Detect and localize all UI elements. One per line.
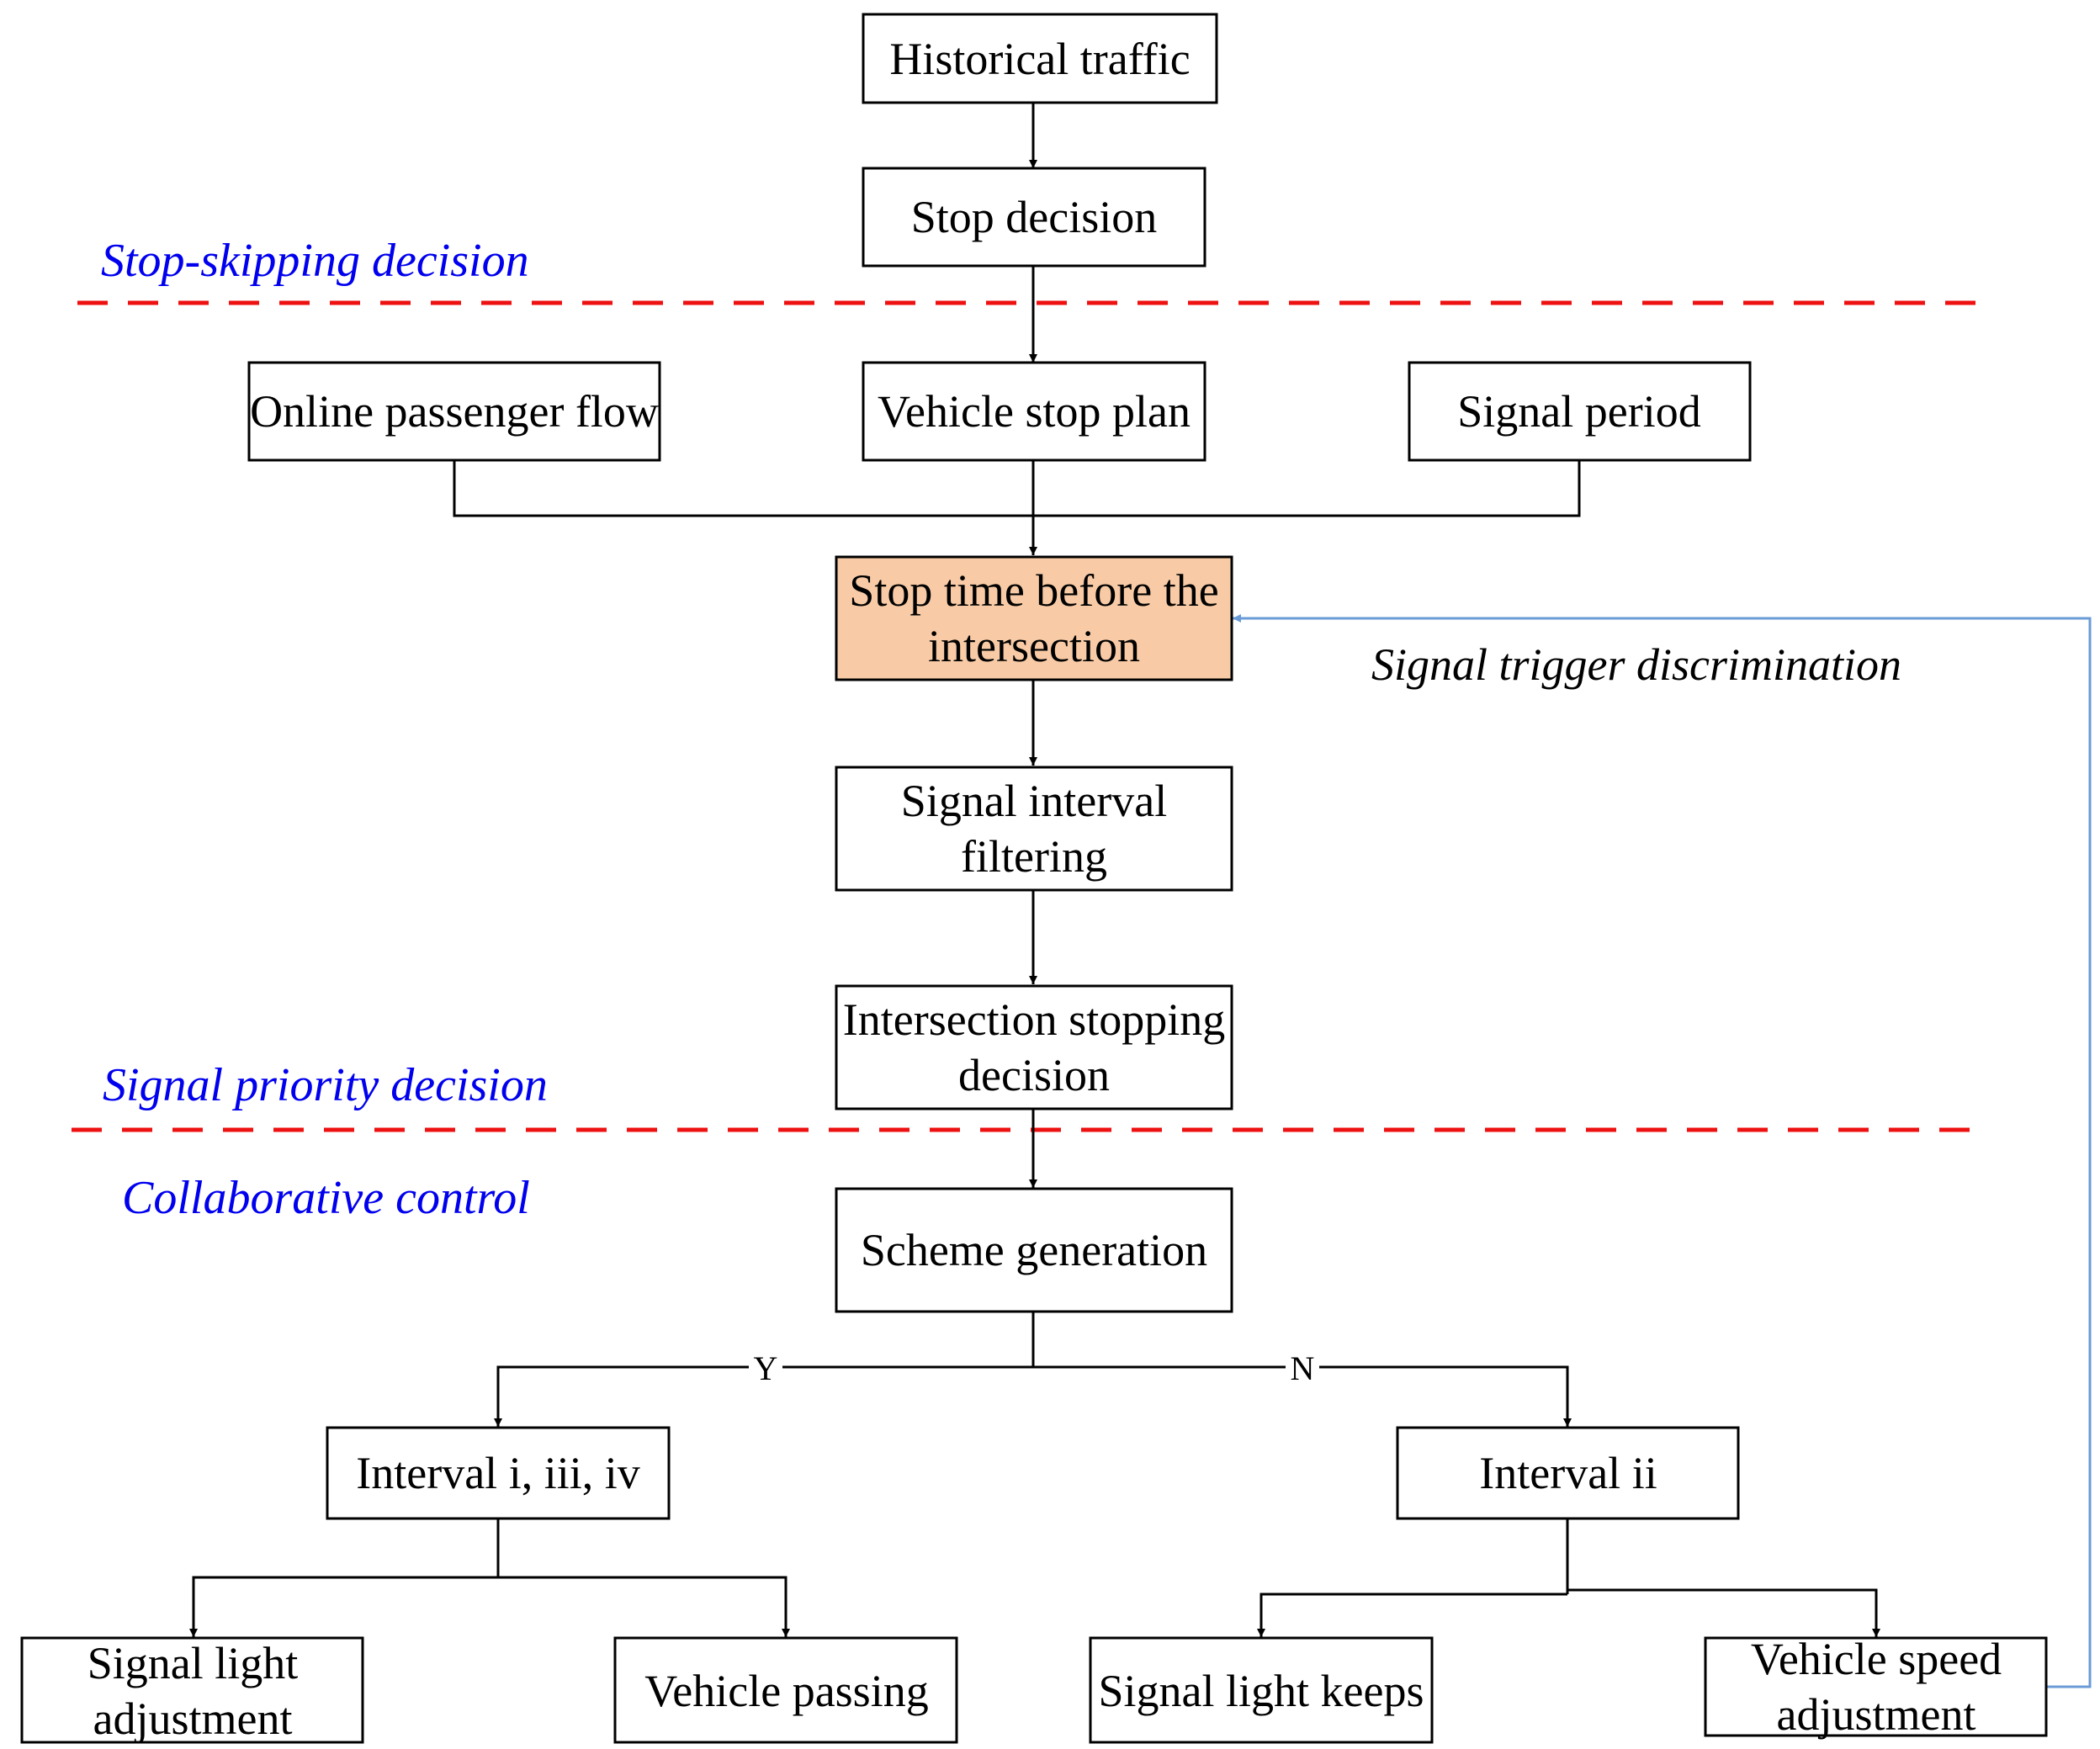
node-label-line: Vehicle passing: [644, 1666, 928, 1716]
node-scheme-generation-label: Scheme generation: [861, 1225, 1207, 1275]
section-label-signal-priority: Signal priority decision: [103, 1059, 548, 1111]
edge-interval-right-to-signal-light-keeps: [1257, 1593, 1567, 1637]
node-label-line: Interval ii: [1479, 1448, 1657, 1498]
nodes: Historical traffic Stop decision Online …: [20, 13, 2048, 1744]
node-label-line: Stop time before the: [849, 565, 1218, 616]
node-label-line: Stop decision: [911, 192, 1158, 242]
feedback-label: Signal trigger discrimination: [1371, 639, 1901, 690]
node-historical-traffic: Historical traffic: [862, 13, 1218, 104]
node-stop-decision-label: Stop decision: [911, 192, 1158, 242]
node-vehicle-passing: Vehicle passing: [613, 1636, 958, 1744]
node-online-passenger-flow-label: Online passenger flow: [250, 386, 659, 437]
node-vehicle-passing-label: Vehicle passing: [644, 1666, 928, 1716]
node-stop-decision: Stop decision: [862, 167, 1206, 268]
section-label-stop-skipping: Stop-skipping decision: [101, 235, 529, 287]
node-online-passenger-flow: Online passenger flow: [247, 361, 661, 462]
node-label-line: Signal period: [1457, 386, 1700, 437]
edge-interval-left-to-vehicle-passing: [498, 1576, 790, 1637]
node-label-line: adjustment: [93, 1693, 293, 1744]
edge-feedback-vehicle-speed-to-stop-time: [1233, 614, 2092, 1688]
edge-interval-left-to-signal-light-adjustment: [189, 1576, 498, 1637]
node-label-line: Signal light keeps: [1099, 1666, 1424, 1716]
edge-scheme-to-interval-left: [494, 1365, 1033, 1427]
node-signal-light-keeps-label: Signal light keeps: [1099, 1666, 1424, 1716]
edge-signal-period-to-merge: [1033, 460, 1581, 517]
edges: [189, 87, 2092, 1688]
node-label-line: Intersection stopping: [843, 994, 1225, 1045]
no-label-bg: [1286, 1349, 1319, 1386]
node-label-line: Historical traffic: [889, 34, 1190, 84]
node-interval-ii-label: Interval ii: [1479, 1448, 1657, 1498]
section-label-collaborative: Collaborative control: [122, 1172, 530, 1224]
node-vehicle-stop-plan-label: Vehicle stop plan: [878, 386, 1191, 437]
node-signal-light-keeps: Signal light keeps: [1089, 1636, 1434, 1744]
node-vehicle-stop-plan: Vehicle stop plan: [862, 361, 1206, 462]
node-label-line: Signal interval: [901, 776, 1167, 826]
node-scheme-generation: Scheme generation: [835, 1187, 1233, 1313]
node-label-line: Online passenger flow: [250, 386, 659, 437]
edge-scheme-to-interval-right: [1033, 1365, 1572, 1427]
node-interval-ii: Interval ii: [1396, 1426, 1740, 1520]
no-label: N: [1291, 1349, 1315, 1387]
node-label-line: Interval i, iii, iv: [356, 1448, 639, 1498]
node-label-line: filtering: [961, 831, 1107, 882]
edge-online-flow-to-merge: [453, 460, 1033, 517]
node-historical-traffic-label: Historical traffic: [889, 34, 1190, 84]
yes-label-bg: [749, 1349, 782, 1386]
node-interval-i-iii-iv-label: Interval i, iii, iv: [356, 1448, 639, 1498]
node-label-line: adjustment: [1777, 1689, 1976, 1740]
node-signal-period: Signal period: [1408, 361, 1752, 462]
node-label-line: Vehicle stop plan: [878, 386, 1191, 437]
node-interval-i-iii-iv: Interval i, iii, iv: [326, 1426, 671, 1520]
node-label-line: Scheme generation: [861, 1225, 1207, 1275]
node-label-line: intersection: [928, 621, 1140, 671]
node-label-line: decision: [958, 1050, 1110, 1100]
node-signal-period-label: Signal period: [1457, 386, 1700, 437]
yes-label: Y: [754, 1349, 778, 1387]
node-label-line: Signal light: [88, 1638, 299, 1688]
node-label-line: Vehicle speed: [1751, 1634, 2002, 1684]
edge-interval-right-to-vehicle-speed: [1567, 1588, 1880, 1637]
